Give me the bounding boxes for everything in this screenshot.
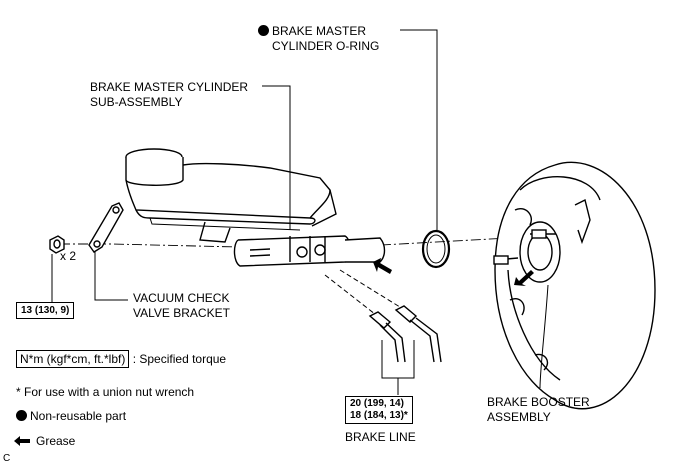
brake-line-torque-spec: 20 (199, 14) 18 (184, 13)* [345,396,413,424]
quantity-label: x 2 [60,249,77,263]
leader-master-cylinder [262,85,291,230]
torque-units-box: N*m (kgf*cm, ft.*lbf) [16,350,130,368]
leader-o-ring [400,29,438,230]
vacuum-check-valve-bracket [88,202,124,253]
master-cylinder-sub-assembly [125,148,386,267]
union-nut-note: * For use with a union nut wrench [16,385,195,399]
nut-torque-spec: 13 (130, 9) [16,302,75,319]
grease-arrow-icon [14,436,30,446]
non-reusable-dot-icon [258,25,269,36]
leader-booster [539,284,549,389]
brake-booster-assembly [493,161,656,410]
brake-booster-label: BRAKE BOOSTER ASSEMBLY [487,395,590,424]
non-reusable-legend: Non-reusable part [16,409,126,424]
master-cylinder-o-ring [421,229,451,269]
master-cylinder-label: BRAKE MASTER CYLINDER SUB-ASSEMBLY [90,80,249,109]
corner-mark: C [3,453,11,464]
non-reusable-dot-icon [16,410,27,421]
grease-arrow-icon [373,258,534,286]
leader-bracket [94,252,128,301]
torque-legend: N*m (kgf*cm, ft.*lbf) : Specified torque [16,350,226,368]
o-ring-label: BRAKE MASTER CYLINDER O-RING [258,24,379,54]
brake-line-label: BRAKE LINE [345,430,416,444]
grease-legend: Grease [14,434,75,449]
brake-line-pipes [324,269,442,363]
leader-brake-line [381,340,415,395]
mounting-nut [49,235,65,254]
bracket-label: VACUUM CHECK VALVE BRACKET [133,291,230,320]
